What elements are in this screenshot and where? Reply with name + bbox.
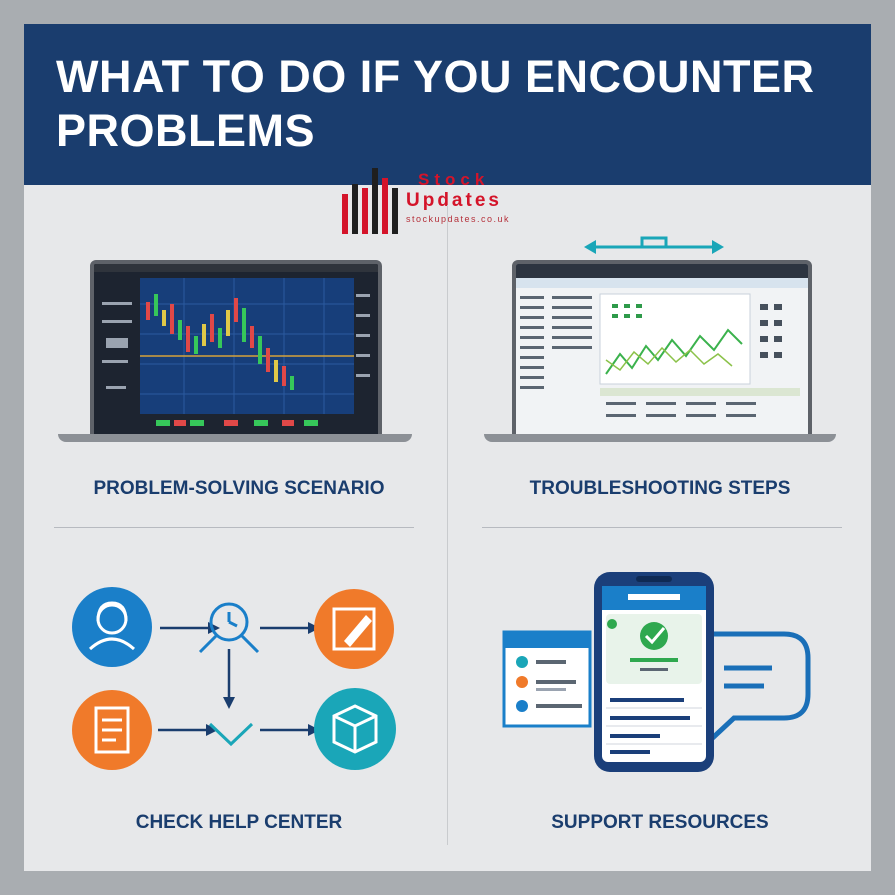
clock-magnifier-icon — [198, 602, 260, 654]
logo-url: stockupdates.co.uk — [406, 214, 511, 224]
label-problem-solving: PROBLEM-SOLVING SCENARIO — [93, 478, 385, 499]
header-banner: WHAT TO DO IF YOU ENCOUNTER PROBLEMS — [24, 24, 871, 185]
spreadsheet-chart-illustration — [516, 264, 808, 434]
edit-document-icon — [314, 589, 394, 669]
phone-icon — [594, 572, 714, 772]
user-support-icon — [72, 587, 152, 667]
help-window-illustration — [502, 630, 592, 728]
laptop-troubleshooting-screen — [512, 260, 812, 438]
logo-text-line1: Stock — [418, 170, 490, 189]
candlestick-chart-illustration — [94, 264, 378, 434]
arrow-right-icon — [260, 724, 320, 736]
infographic-frame: WHAT TO DO IF YOU ENCOUNTER PROBLEMS Sto… — [24, 24, 871, 871]
arrow-down-icon — [223, 649, 235, 709]
page-title: WHAT TO DO IF YOU ENCOUNTER PROBLEMS — [56, 51, 815, 156]
logo-text-line2: Updates — [406, 190, 502, 211]
vertical-divider — [447, 205, 448, 845]
label-support-resources: SUPPORT RESOURCES — [551, 812, 769, 833]
checkmark-icon — [208, 722, 254, 747]
logo-bars-icon — [342, 168, 398, 234]
resize-arrows-icon — [584, 236, 724, 254]
laptop-base-right — [484, 434, 836, 442]
laptop-base-left — [58, 434, 412, 442]
laptop-trading-screen — [90, 260, 382, 438]
left-horizontal-divider — [54, 527, 414, 528]
right-horizontal-divider — [482, 527, 842, 528]
document-list-icon — [72, 690, 152, 770]
arrow-right-icon — [158, 724, 218, 736]
label-check-help-center: CHECK HELP CENTER — [135, 812, 343, 833]
label-troubleshooting: TROUBLESHOOTING STEPS — [529, 478, 791, 499]
chat-bubble-icon — [671, 631, 811, 754]
cube-box-icon — [314, 688, 396, 770]
arrow-right-icon — [260, 622, 320, 634]
brand-logo: Stock Updates stockupdates.co.uk — [340, 164, 550, 244]
